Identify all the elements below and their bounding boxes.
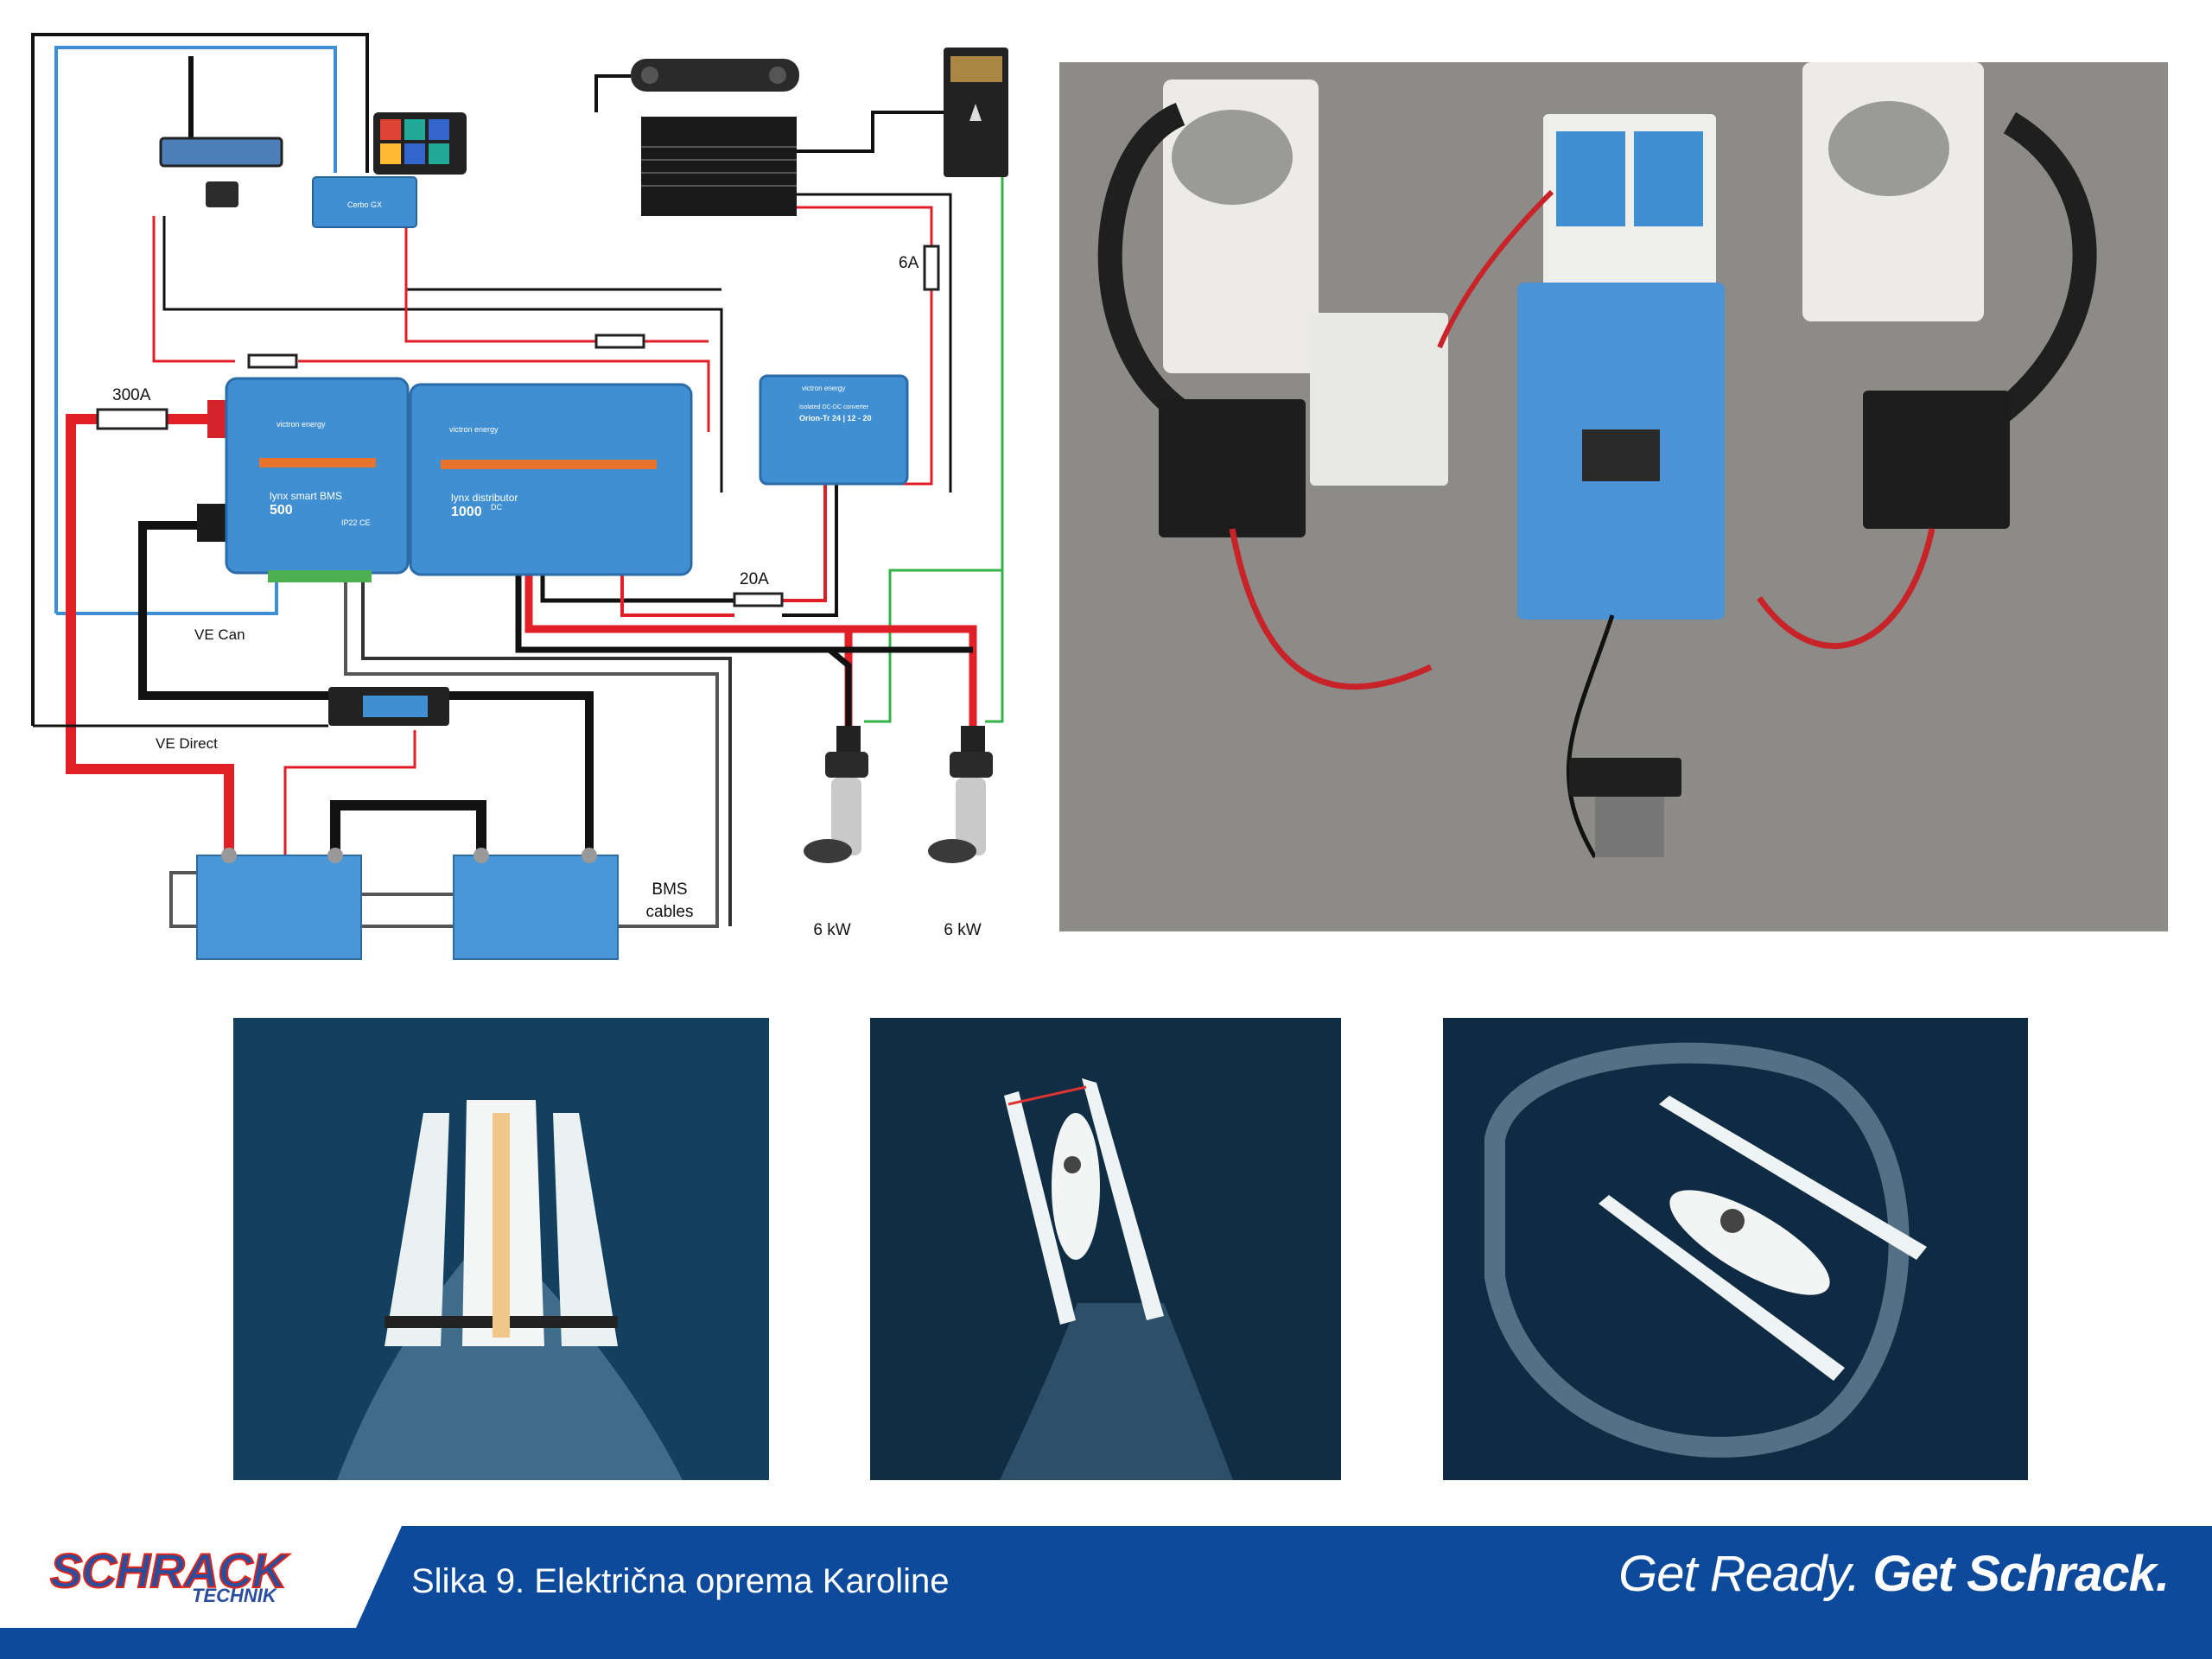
label-fuse-300a: 300A bbox=[112, 386, 151, 404]
bms-name-2: 500 bbox=[270, 503, 293, 518]
distributor-unit: DC bbox=[491, 503, 502, 512]
converter-brand: victron energy bbox=[802, 385, 845, 392]
boat-aerial-turning-photo bbox=[1443, 1018, 2028, 1480]
electrical-components-photo bbox=[1059, 62, 2168, 931]
bms-rating: IP22 CE bbox=[341, 518, 371, 527]
cerbo-gx-label: Cerbo GX bbox=[347, 200, 382, 209]
converter-name-2: Orion-Tr 24 | 12 - 20 bbox=[799, 414, 872, 423]
label-motor-right-power: 6 kW bbox=[944, 921, 981, 939]
bms-brand: victron energy bbox=[276, 420, 326, 429]
schrack-logo-subtext: TECHNIK bbox=[192, 1585, 276, 1606]
label-bms-cables-2: cables bbox=[646, 903, 694, 921]
label-fuse-6a: 6A bbox=[899, 254, 919, 272]
slogan-bold: Get Schrack. bbox=[1872, 1546, 2170, 1602]
figure-caption: Slika 9. Električna oprema Karoline bbox=[411, 1562, 950, 1600]
distributor-name-1: lynx distributor bbox=[451, 492, 518, 504]
label-motor-left-power: 6 kW bbox=[813, 921, 850, 939]
wiring-diagram: Cerbo GX victron energy lynx smart BMS 5… bbox=[31, 33, 1008, 960]
boat-rear-view-photo bbox=[233, 1018, 769, 1480]
label-fuse-20a: 20A bbox=[740, 570, 769, 588]
bms-name-1: lynx smart BMS bbox=[270, 490, 342, 502]
label-bms-cables-1: BMS bbox=[652, 880, 687, 899]
label-ve-can: VE Can bbox=[194, 626, 245, 643]
footer-bar bbox=[0, 1526, 2212, 1659]
label-ve-direct: VE Direct bbox=[156, 735, 218, 752]
converter-name-1: Isolated DC-DC converter bbox=[799, 404, 869, 410]
distributor-brand: victron energy bbox=[449, 425, 499, 434]
schrack-logo: SCHRACK bbox=[49, 1542, 288, 1599]
distributor-name-2: 1000 bbox=[451, 505, 482, 519]
motor-right bbox=[928, 726, 993, 863]
boat-aerial-straight-photo bbox=[870, 1018, 1341, 1480]
footer-slogan: Get Ready. Get Schrack. bbox=[1618, 1545, 2170, 1603]
motor-left bbox=[804, 726, 868, 863]
slogan-light: Get Ready. bbox=[1618, 1546, 1860, 1602]
